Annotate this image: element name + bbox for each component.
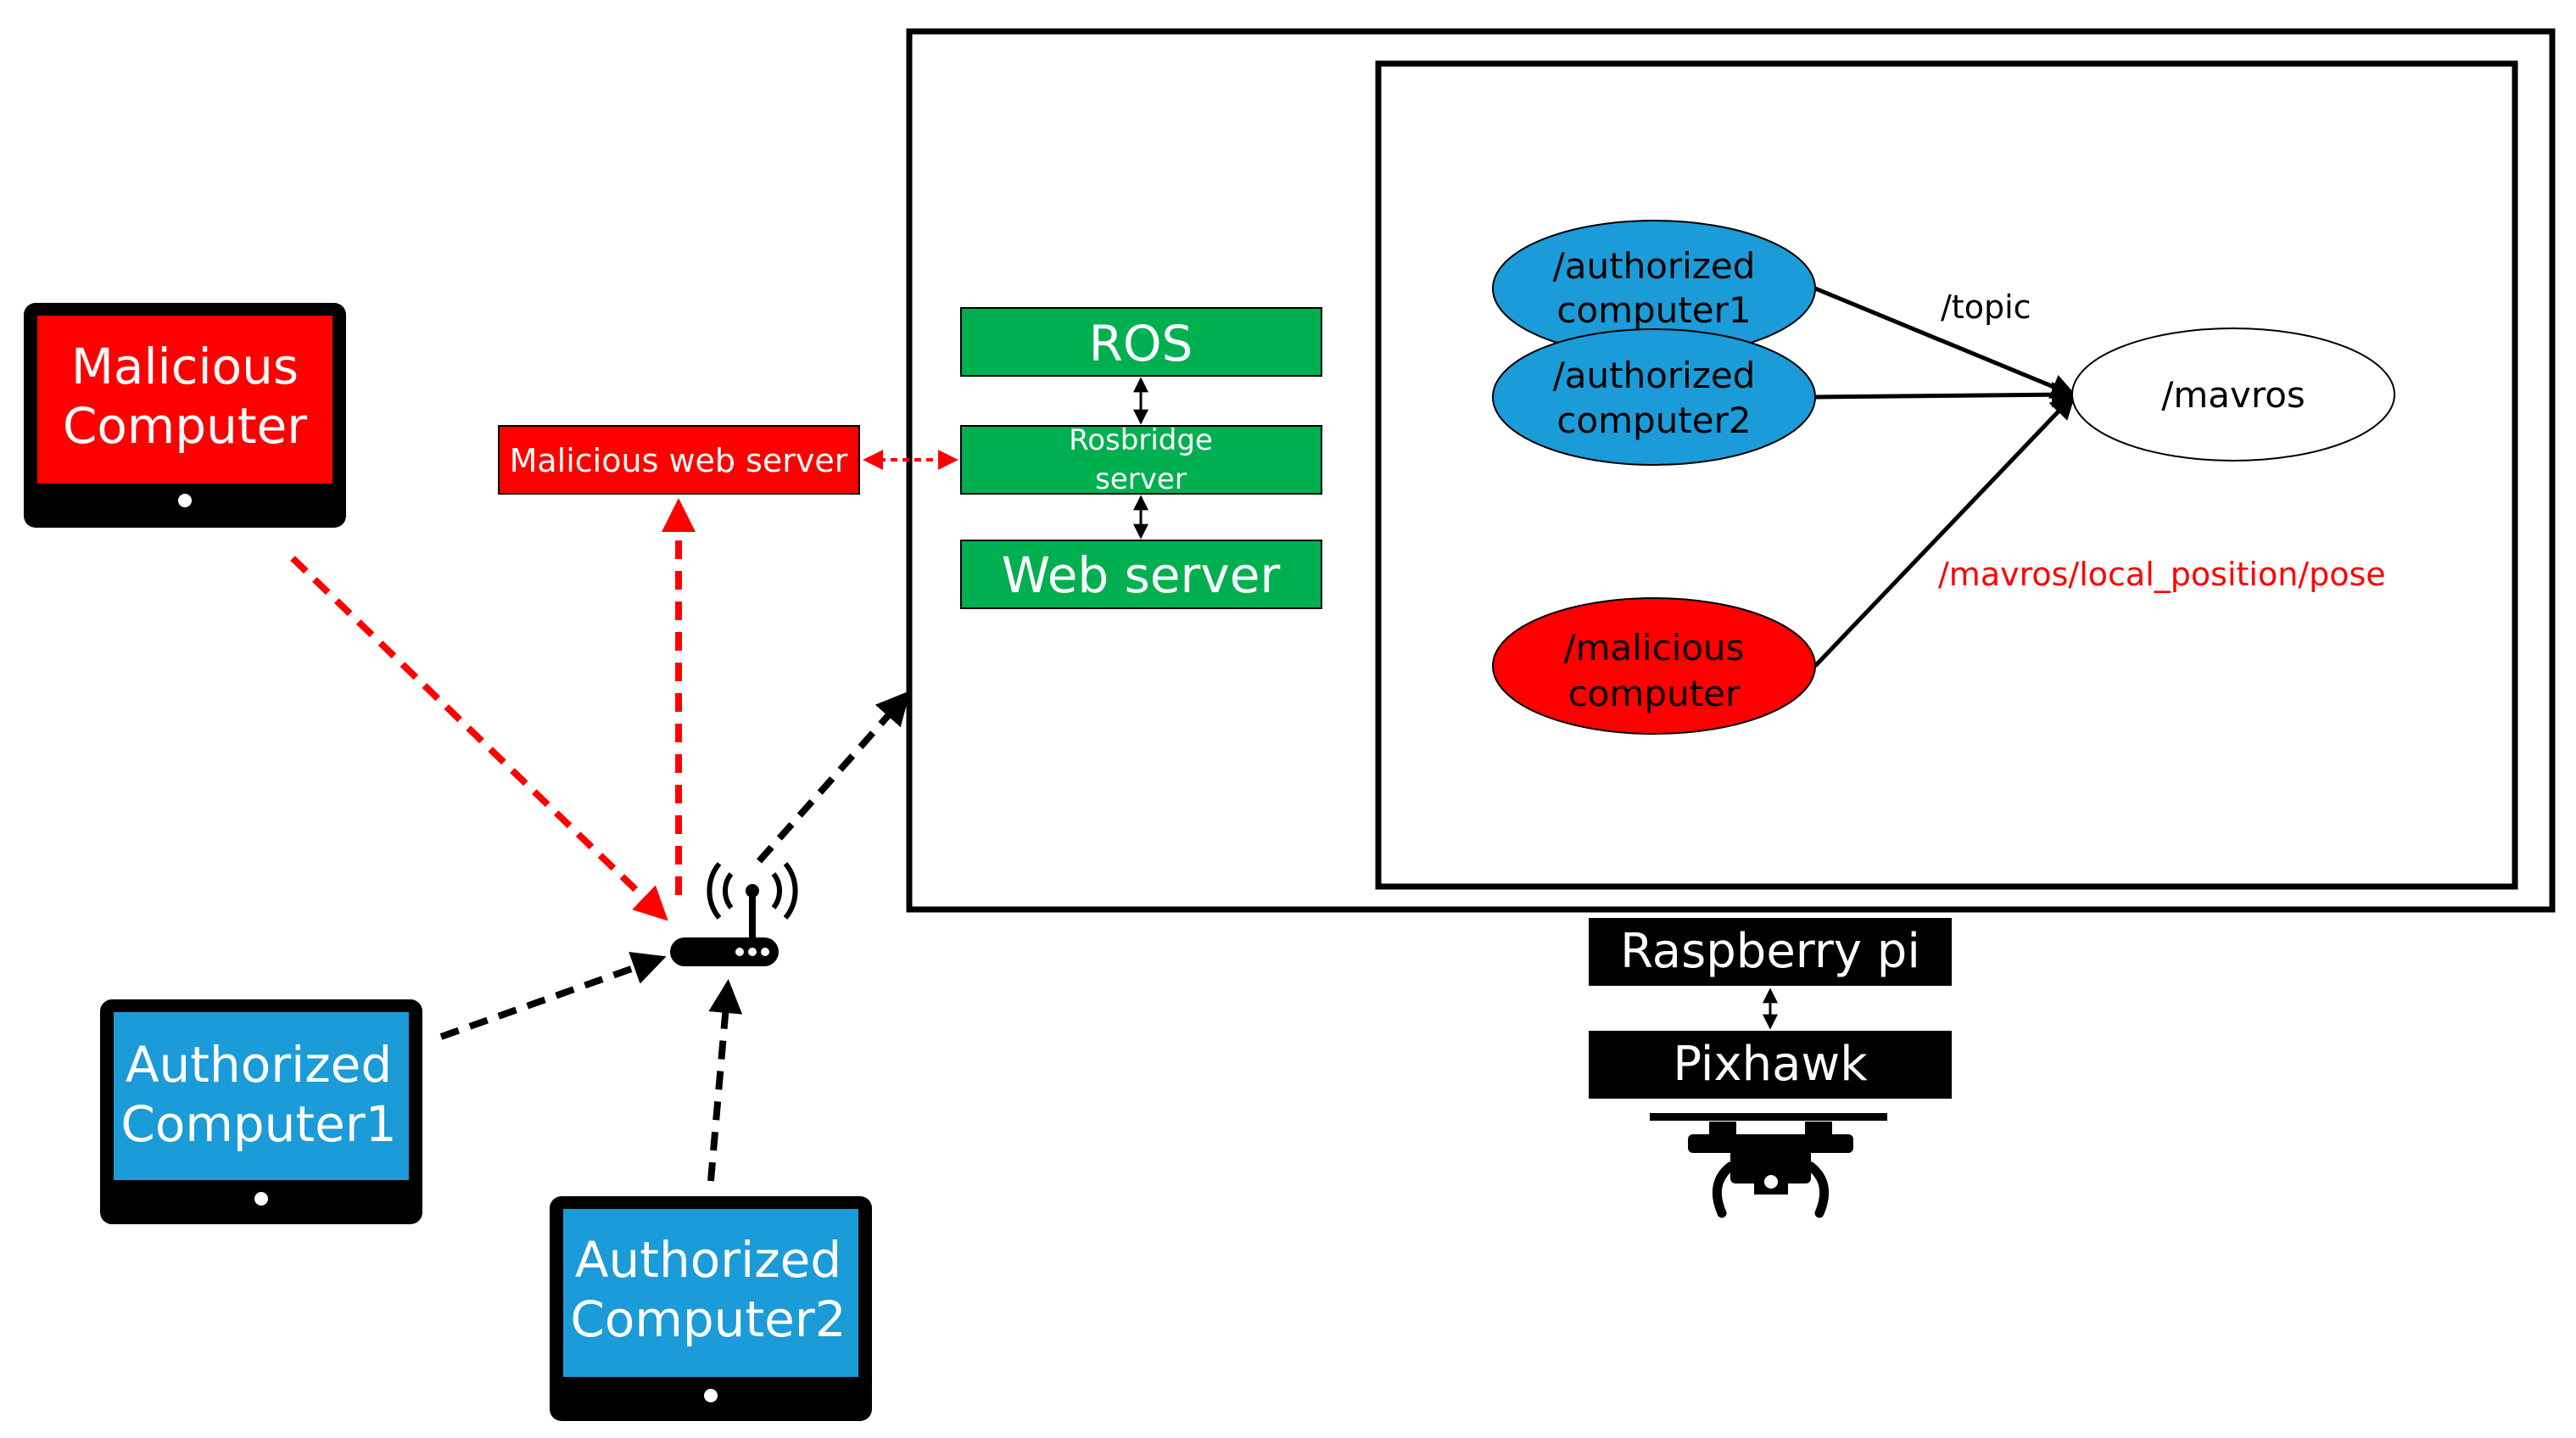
node-auth2-label-line2: computer2	[1556, 400, 1751, 441]
malicious-web-server-label: Malicious web server	[510, 442, 848, 479]
ros-stack: ROS Rosbridge server Web server	[960, 307, 1322, 609]
authorized-computer2-label-line1: Authorized	[575, 1231, 841, 1289]
node-mavros-label: /mavros	[2161, 374, 2305, 416]
web-server-box	[960, 540, 1322, 609]
node-mavros	[2071, 327, 2395, 462]
malicious-web-server-box	[498, 425, 860, 495]
raspberry-pi-box	[1589, 918, 1952, 986]
malicious-computer-label-line1: Malicious	[71, 338, 299, 395]
tablet-home-button	[704, 1389, 718, 1402]
drone-icon	[1650, 1113, 1887, 1218]
wifi-router-icon	[670, 862, 798, 966]
hardware-stack: Raspberry pi Pixhawk	[1589, 918, 1952, 1099]
tablet-home-button	[178, 494, 192, 507]
authorized-computer2-device: Authorized Computer2	[550, 1196, 872, 1421]
malicious-web-server: Malicious web server	[498, 425, 860, 495]
authorized-computer1-device: Authorized Computer1	[100, 999, 422, 1224]
authorized2-to-router-arrow	[707, 979, 743, 1182]
rosbridge-box	[960, 425, 1322, 495]
tablet-home-button	[254, 1192, 268, 1206]
node-mal-label-line2: computer	[1568, 673, 1741, 714]
node-auth2-label-line1: /authorized	[1553, 355, 1756, 396]
router-to-system-arrow	[757, 691, 911, 864]
authorized-computer1-label-line1: Authorized	[126, 1036, 392, 1094]
node-auth1-label-line1: /authorized	[1553, 245, 1756, 287]
edge-malicious-to-mavros	[1813, 393, 2076, 668]
tablet-screen	[114, 1012, 409, 1180]
rosbridge-label-line1: Rosbridge	[1069, 423, 1213, 457]
node-malicious-computer	[1492, 597, 1816, 735]
tablet-screen	[563, 1209, 858, 1377]
malicious-computer-device: Malicious Computer	[24, 303, 346, 528]
ros-graph-box	[1375, 60, 2518, 890]
tablet-screen	[37, 316, 332, 484]
raspberry-pi-label: Raspberry pi	[1620, 924, 1920, 979]
ros-graph: /authorized computer1 /authorized comput…	[1492, 220, 2395, 735]
node-authorized-computer2	[1492, 328, 1816, 466]
ros-label: ROS	[1089, 315, 1193, 372]
edge-auth2-to-mavros	[1814, 382, 2077, 408]
malicious-to-router-arrow	[290, 556, 668, 921]
pixhawk-box	[1589, 1031, 1952, 1099]
authorized-computer1-label-line2: Computer1	[120, 1095, 396, 1153]
malicious-computer-label-line2: Computer	[63, 397, 307, 455]
ros-box	[960, 307, 1322, 377]
edge-auth1-to-mavros	[1814, 286, 2077, 399]
node-auth1-label-line2: computer1	[1556, 289, 1751, 331]
node-mal-label-line1: /malicious	[1563, 627, 1744, 669]
pixhawk-label: Pixhawk	[1673, 1037, 1868, 1092]
rosbridge-label-line2: server	[1095, 462, 1187, 496]
authorized1-to-router-arrow	[439, 951, 667, 1040]
authorized-computer2-label-line2: Computer2	[570, 1290, 846, 1348]
web-server-label: Web server	[1002, 546, 1281, 604]
malicious-topic-label: /mavros/local_position/pose	[1938, 556, 2386, 593]
topic-label: /topic	[1941, 288, 2031, 326]
